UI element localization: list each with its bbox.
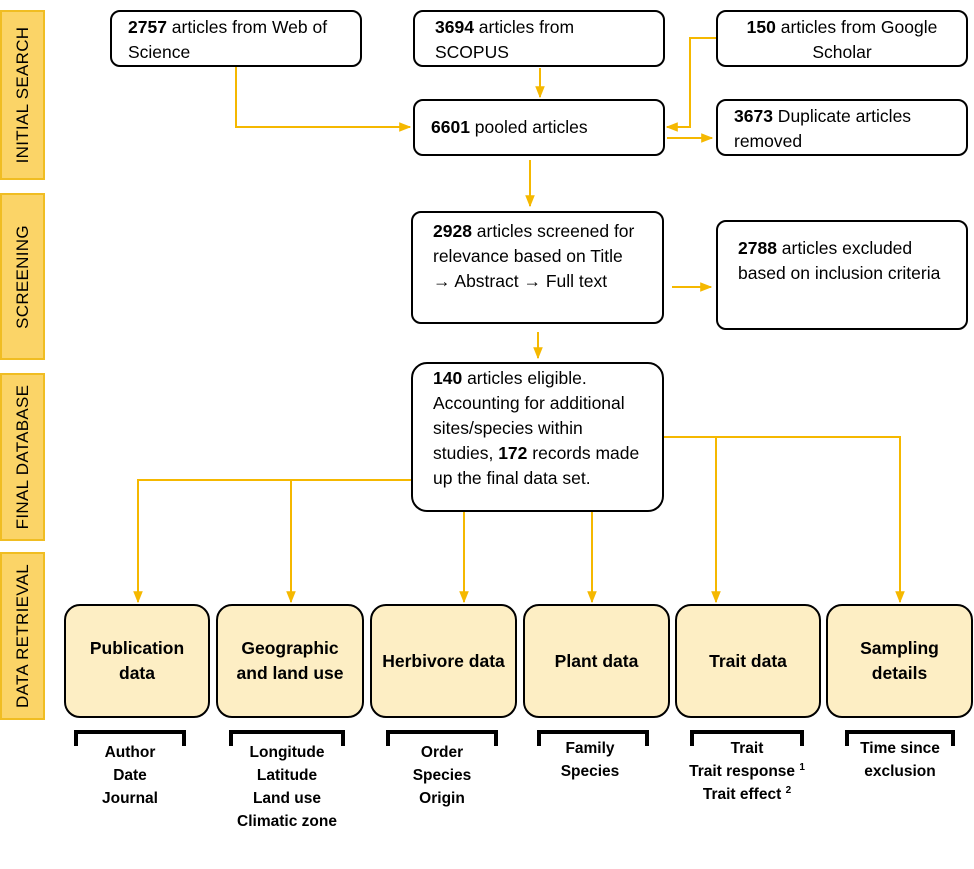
category-geographic: Geographic and land use [216, 604, 364, 718]
bracket-geographic [229, 730, 345, 746]
bracket-sampling [845, 730, 955, 746]
category-label: Geographic and land use [236, 638, 344, 683]
eligible-text-2: records made up the final data set. [433, 443, 640, 488]
bracket-trait [690, 730, 804, 746]
field-item: Order [420, 744, 464, 761]
field-item-with-note: Trait effect 2 [677, 783, 817, 806]
excluded-count: 2788 [738, 238, 777, 258]
footnote-marker: 1 [799, 762, 805, 773]
field-item: Time since [860, 740, 940, 757]
box-screened: 2928 articles screened for relevance bas… [411, 211, 664, 324]
arrow-google-to-pooled [665, 37, 716, 132]
category-label: Publication data [89, 638, 185, 683]
arrow-to-sampling [664, 436, 905, 604]
stage-tab-final-database: FINAL DATABASE [0, 373, 45, 541]
field-item: Author [104, 744, 156, 761]
arrow-glyph: → [523, 271, 541, 291]
google-text: articles from Google Scholar [775, 17, 938, 62]
box-scopus: 3694 articles from SCOPUS [413, 10, 665, 67]
fields-sampling: Time since exclusion [840, 737, 960, 783]
field-item: Latitude [256, 767, 318, 784]
field-item: Date [113, 767, 147, 784]
field-item: Journal [102, 790, 158, 807]
field-item: Trait [730, 740, 764, 757]
scopus-text: articles from SCOPUS [435, 17, 575, 62]
box-pooled: 6601 pooled articles [413, 99, 665, 156]
box-excluded: 2788 articles excluded based on inclusio… [716, 220, 968, 330]
duplicates-count: 3673 [734, 106, 773, 126]
category-sampling: Sampling details [826, 604, 973, 718]
stage-tab-data-retrieval: DATA RETRIEVAL [0, 552, 45, 720]
field-item: Species [412, 767, 472, 784]
fields-geographic: Longitude Latitude Land use Climatic zon… [217, 741, 357, 833]
stage-tab-screening: SCREENING [0, 193, 45, 360]
field-item: Land use [252, 790, 322, 807]
wos-count: 2757 [128, 17, 167, 37]
field-item-with-note: Trait response 1 [677, 760, 817, 783]
bracket-publication [74, 730, 186, 746]
fields-trait: Trait Trait response 1 Trait effect 2 [677, 737, 817, 806]
wos-text: articles from Web of Science [128, 17, 328, 62]
screened-text: articles screened for relevance based on… [433, 221, 635, 266]
category-label: Plant data [554, 650, 639, 671]
field-item: Species [560, 763, 620, 780]
category-label: Herbivore data [382, 650, 505, 671]
excluded-text: articles excluded based on inclusion cri… [738, 238, 941, 283]
box-web-of-science: 2757 articles from Web of Science [110, 10, 362, 67]
fields-herbivore: Order Species Origin [386, 741, 498, 810]
category-label: Sampling details [860, 638, 939, 683]
box-google-scholar: 150 articles from Google Scholar [716, 10, 968, 67]
scopus-count: 3694 [435, 17, 474, 37]
field-item: Family [565, 740, 615, 757]
category-publication: Publication data [64, 604, 210, 718]
field-item: Longitude [249, 744, 325, 761]
stage-tab-initial-search: INITIAL SEARCH [0, 10, 45, 180]
google-count: 150 [746, 17, 776, 37]
field-item: exclusion [864, 763, 936, 780]
field-item: Trait response [689, 763, 796, 780]
screened-fulltext: Full text [540, 271, 608, 291]
screened-abstract: Abstract [450, 271, 524, 291]
arrow-glyph: → [433, 271, 451, 291]
fields-publication: Author Date Journal [74, 741, 186, 810]
field-item: Trait effect [702, 786, 782, 803]
pooled-text: pooled articles [469, 117, 588, 137]
box-duplicates: 3673 Duplicate articles removed [716, 99, 968, 156]
fields-plant: Family Species [534, 737, 646, 783]
screened-count: 2928 [433, 221, 472, 241]
category-herbivore: Herbivore data [370, 604, 517, 718]
eligible-text: articles eligible. Accounting for additi… [433, 368, 625, 463]
field-item: Climatic zone [237, 813, 337, 830]
pooled-count: 6601 [431, 117, 470, 137]
category-trait: Trait data [675, 604, 821, 718]
arrow-to-publication [133, 479, 411, 604]
arrow-wos-to-pooled [235, 66, 412, 132]
bracket-plant [537, 730, 649, 746]
eligible-count: 140 [433, 368, 463, 388]
category-plant: Plant data [523, 604, 670, 718]
category-label: Trait data [709, 650, 787, 671]
box-eligible: 140 articles eligible. Accounting for ad… [411, 362, 664, 512]
footnote-marker: 2 [785, 785, 792, 796]
bracket-herbivore [386, 730, 498, 746]
field-item: Origin [419, 790, 465, 807]
records-count: 172 [498, 443, 528, 463]
duplicates-text: Duplicate articles removed [734, 106, 912, 151]
